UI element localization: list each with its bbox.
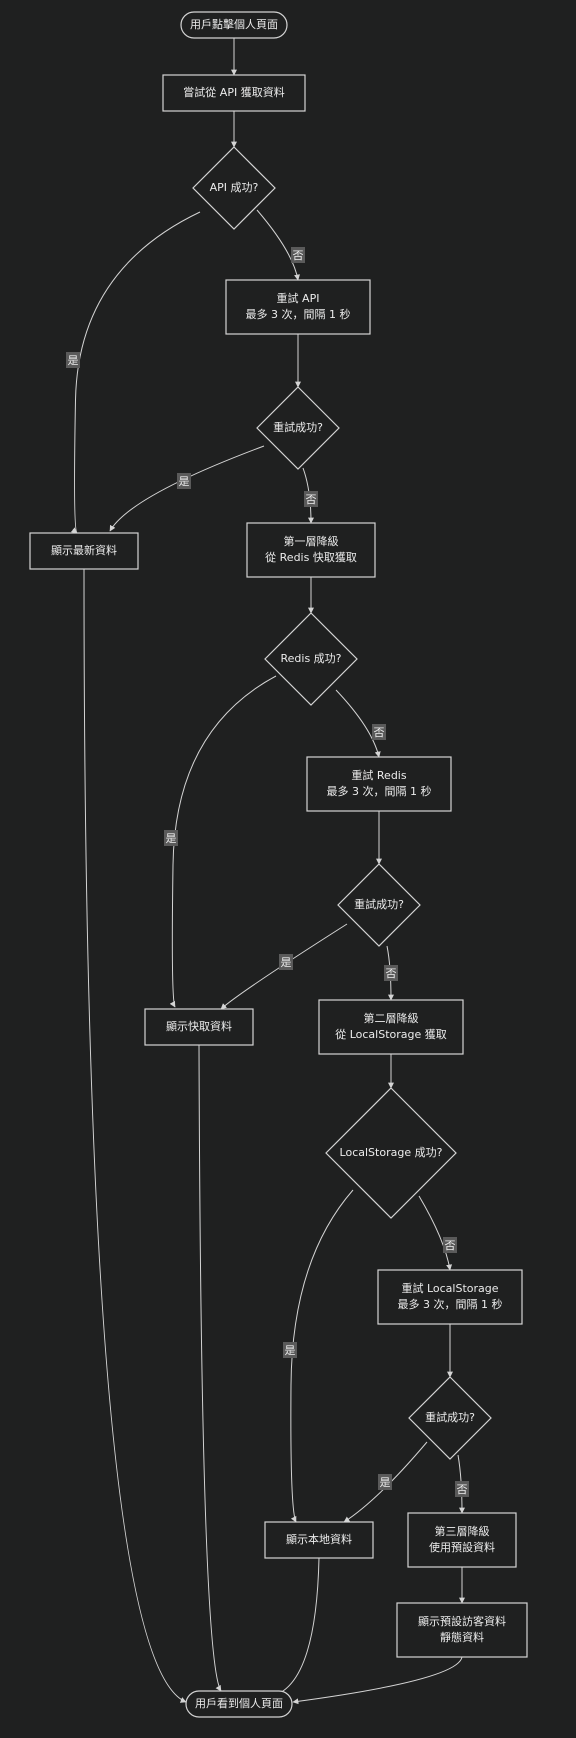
node-label: 重試 Redis	[351, 768, 406, 782]
node-label: 從 Redis 快取獲取	[265, 551, 357, 564]
node-label: API 成功?	[210, 181, 259, 194]
edge-show_cache-to-end	[198, 1044, 222, 1692]
node-label: 重試成功?	[354, 897, 404, 911]
edge-label-api_ok-to-retry_api: 否	[291, 247, 305, 263]
edge-ls_ok-to-retry_ls	[418, 1195, 453, 1271]
node-show-latest: 顯示最新資料	[29, 532, 139, 570]
node-label: 靜態資料	[440, 1630, 484, 1644]
edge-show_latest-to-end	[83, 568, 187, 1703]
node-retry-ls-ok: 重試成功?	[408, 1376, 492, 1460]
node-label: 第三層降級	[435, 1524, 490, 1538]
edge-label-redis_ok-to-show_cache: 是	[164, 830, 178, 846]
node-redis-ok: Redis 成功?	[264, 612, 358, 706]
edge-ls_ok-to-show_local	[290, 1189, 354, 1523]
node-label: 用戶點擊個人頁面	[190, 17, 278, 31]
edge-label-retry_api_ok-to-show_latest: 是	[177, 473, 191, 489]
svg-text:否: 否	[374, 726, 385, 739]
edge-label-retry_redis_ok-to-fallback2: 否	[384, 965, 398, 981]
node-retry-api: 重試 API 最多 3 次，間隔 1 秒	[225, 279, 371, 335]
node-label: 重試 LocalStorage	[401, 1281, 498, 1295]
edge-label-retry_ls_ok-to-show_local: 是	[378, 1474, 392, 1490]
node-label: 重試成功?	[273, 420, 323, 434]
svg-text:是: 是	[281, 956, 292, 969]
node-label: 顯示預設訪客資料	[418, 1614, 506, 1628]
node-label: 最多 3 次，間隔 1 秒	[398, 1297, 503, 1311]
edge-label-api_ok-to-show_latest: 是	[66, 352, 80, 368]
edge-label-ls_ok-to-retry_ls: 否	[443, 1237, 457, 1253]
node-label: 使用預設資料	[429, 1540, 495, 1554]
node-start: 用戶點擊個人頁面	[180, 11, 288, 39]
node-label: 顯示快取資料	[166, 1019, 232, 1033]
edge-api_ok-to-retry_api	[256, 209, 301, 281]
edge-label-ls_ok-to-show_local: 是	[283, 1342, 297, 1358]
node-label: 最多 3 次，間隔 1 秒	[246, 307, 351, 321]
node-label: 嘗試從 API 獲取資料	[183, 85, 284, 99]
edge-api_ok-to-show_latest	[70, 211, 201, 534]
node-label: 第一層降級	[284, 534, 339, 548]
node-show-cache: 顯示快取資料	[144, 1008, 254, 1046]
node-label: 顯示最新資料	[51, 543, 117, 557]
node-label: LocalStorage 成功?	[340, 1146, 443, 1159]
edge-redis_ok-to-retry_redis	[335, 689, 381, 758]
svg-text:否: 否	[293, 249, 304, 262]
node-label: 從 LocalStorage 獲取	[335, 1028, 447, 1041]
edge-label-retry_ls_ok-to-fallback3: 否	[455, 1481, 469, 1497]
edge-retry_api_ok-to-show_latest	[109, 445, 265, 532]
svg-text:是: 是	[68, 354, 79, 367]
node-try-api: 嘗試從 API 獲取資料	[162, 74, 306, 112]
svg-text:否: 否	[386, 967, 397, 980]
node-label: 重試 API	[277, 291, 320, 305]
edge-label-retry_api_ok-to-fallback1: 否	[304, 491, 318, 507]
edge-label-redis_ok-to-retry_redis: 否	[372, 724, 386, 740]
edge-retry_redis_ok-to-show_cache	[220, 923, 348, 1010]
edge-redis_ok-to-show_cache	[169, 675, 277, 1008]
edge-show_default-to-end	[292, 1656, 463, 1705]
edge-label-retry_redis_ok-to-show_cache: 是	[279, 954, 293, 970]
node-retry-ls: 重試 LocalStorage 最多 3 次，間隔 1 秒	[377, 1269, 523, 1325]
edge-retry_ls_ok-to-show_local	[343, 1441, 428, 1523]
node-label: Redis 成功?	[280, 652, 341, 665]
svg-text:否: 否	[306, 493, 317, 506]
svg-text:否: 否	[445, 1239, 456, 1252]
node-label: 重試成功?	[425, 1410, 475, 1424]
node-label: 最多 3 次，間隔 1 秒	[327, 784, 432, 798]
svg-text:是: 是	[285, 1344, 296, 1357]
svg-text:是: 是	[166, 832, 177, 845]
svg-text:否: 否	[457, 1483, 468, 1496]
node-label: 用戶看到個人頁面	[195, 1696, 283, 1710]
node-show-local: 顯示本地資料	[264, 1521, 374, 1559]
node-api-ok: API 成功?	[192, 146, 276, 230]
node-end: 用戶看到個人頁面	[185, 1690, 293, 1718]
edge-show_local-to-end	[267, 1557, 320, 1700]
node-label: 第二層降級	[364, 1011, 419, 1025]
node-retry-api-ok: 重試成功?	[256, 386, 340, 470]
node-retry-redis-ok: 重試成功?	[337, 863, 421, 947]
node-retry-redis: 重試 Redis 最多 3 次，間隔 1 秒	[306, 756, 452, 812]
node-ls-ok: LocalStorage 成功?	[325, 1087, 457, 1219]
svg-text:是: 是	[380, 1476, 391, 1489]
svg-text:是: 是	[179, 475, 190, 488]
node-label: 顯示本地資料	[286, 1532, 352, 1546]
